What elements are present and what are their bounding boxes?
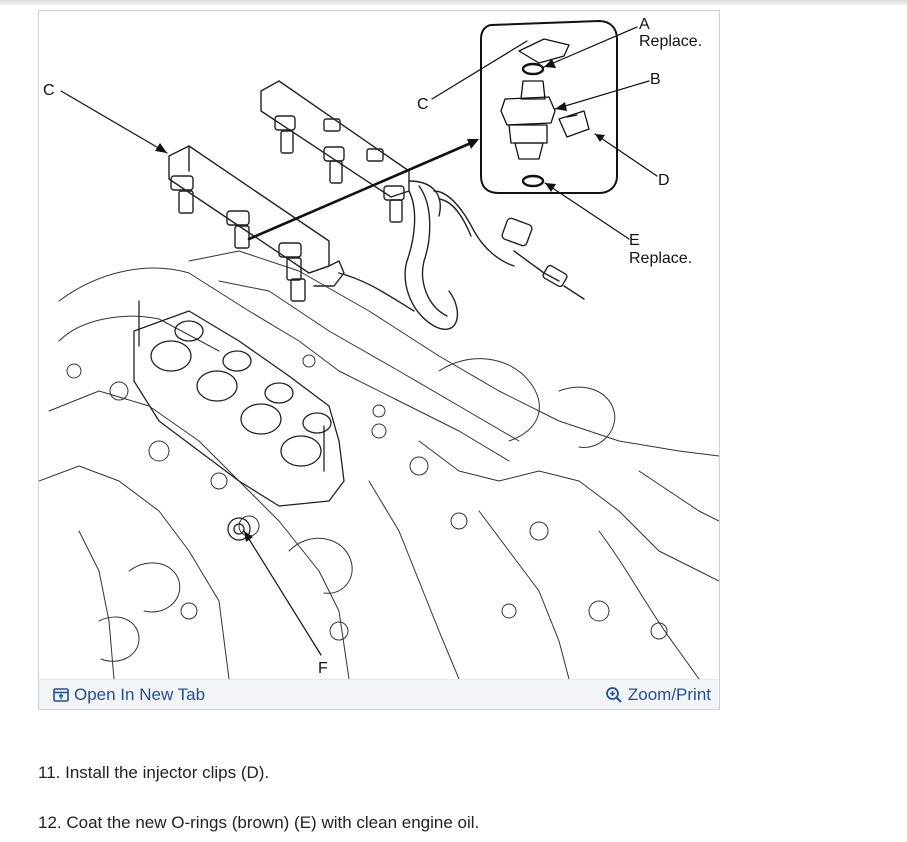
callout-f-letter: F [318,660,328,677]
instruction-step-12: 12. Coat the new O-rings (brown) (E) wit… [38,813,480,832]
figure-card: A Replace. B C C D E Replace. F Open In … [38,10,720,710]
fuel-rail-rear [260,80,441,223]
injector-diagram[interactable]: A Replace. B C C D E Replace. F [39,11,719,679]
callout-a-replace: Replace. [639,33,702,50]
callout-e-letter: E [629,232,640,249]
zoom-print-label: Zoom/Print [627,685,711,704]
zoom-icon [605,687,622,703]
zoom-print-link[interactable]: Zoom/Print [605,685,711,705]
fuel-rail-front [168,145,415,312]
engine-block-drawing [39,250,719,679]
manifold-plate [133,300,345,541]
instruction-step-11: 11. Install the injector clips (D). [38,763,270,782]
open-new-tab-label: Open In New Tab [74,685,206,704]
top-border [0,0,907,5]
callout-d-letter: D [658,172,670,189]
leader-arrowheads [155,59,605,542]
callout-e-replace: Replace. [629,250,692,267]
leader-lines [60,26,658,656]
open-new-tab-icon [53,688,69,702]
open-new-tab-link[interactable]: Open In New Tab [53,685,205,705]
callout-c-left: C [43,82,55,99]
fuel-hose [404,185,585,330]
figure-toolbar: Open In New Tab Zoom/Print [39,679,719,709]
callout-b-letter: B [650,71,661,88]
injector-detail-parts [500,38,590,188]
injector-detail-inset [480,20,618,194]
callout-a-letter: A [639,16,650,33]
callout-c-mid: C [417,96,429,113]
